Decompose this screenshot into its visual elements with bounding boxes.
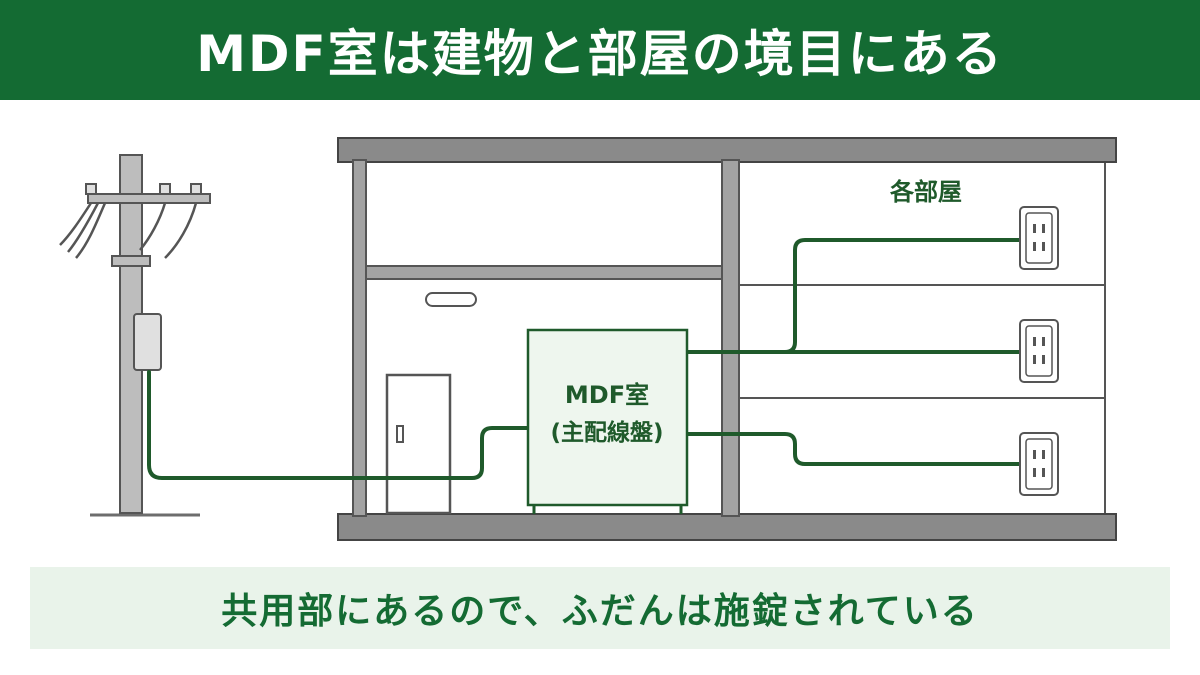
- mdf-sublabel: (主配線盤): [550, 419, 663, 446]
- caption-band: 共用部にあるので、ふだんは施錠されている: [30, 567, 1170, 649]
- wall-outlet-icon: [1019, 206, 1059, 270]
- wall-outlet-icon: [1019, 319, 1059, 383]
- mdf-label: MDF室: [565, 381, 649, 409]
- incoming-wire: [147, 370, 530, 480]
- building-structure: [337, 137, 1117, 541]
- wire-to-outlet-bottom: [685, 432, 1022, 466]
- door-icon: [385, 373, 452, 515]
- wires: [147, 238, 1022, 480]
- page-title: MDF室は建物と部屋の境目にある: [196, 25, 1004, 83]
- building-diagram: MDF室 (主配線盤) 各部屋: [59, 137, 1117, 541]
- mdf-box: MDF室 (主配線盤): [526, 328, 689, 514]
- utility-pole-icon: [59, 154, 211, 517]
- ceiling-light-icon: [425, 292, 477, 307]
- header-banner: MDF室は建物と部屋の境目にある: [0, 0, 1200, 100]
- caption-text: 共用部にあるので、ふだんは施錠されている: [221, 591, 979, 632]
- room-label: 各部屋: [889, 178, 962, 206]
- wall-outlet-icon: [1019, 432, 1059, 496]
